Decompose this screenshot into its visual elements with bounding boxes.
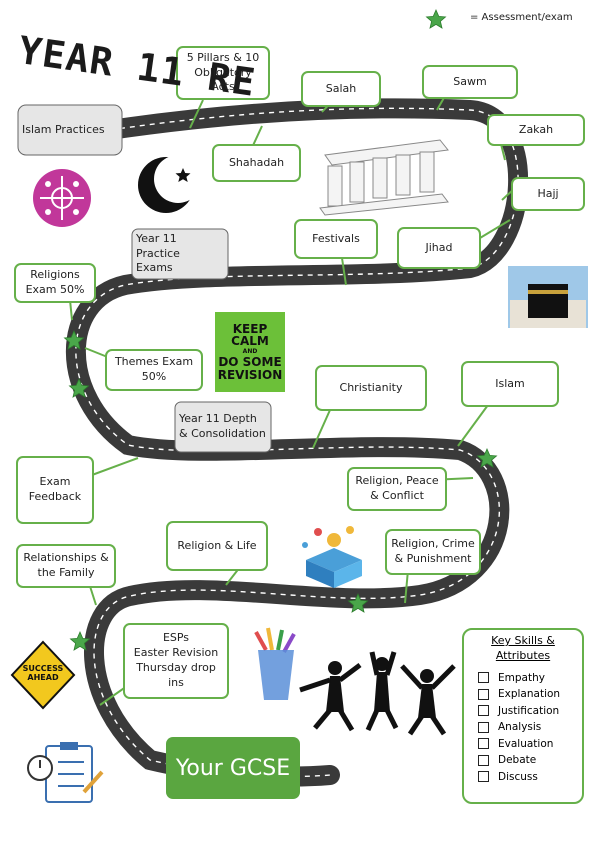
skill-item: Discuss: [478, 769, 582, 786]
label-festivals: Festivals: [312, 231, 360, 245]
skill-label: Analysis: [498, 721, 542, 734]
checkbox-icon: [478, 672, 489, 684]
label-esps: ESPs Easter Revision Thursday drop ins: [133, 631, 219, 689]
label-zakah: Zakah: [518, 122, 554, 136]
legend-text: = Assessment/exam: [470, 12, 573, 23]
checkbox-icon: [478, 721, 489, 733]
label-jihad: Jihad: [425, 240, 453, 254]
idea-box-icon: [302, 526, 362, 588]
keep-calm-line: CALM: [231, 334, 269, 349]
label-hajj: Hajj: [537, 186, 559, 200]
skill-label: Explanation: [498, 688, 561, 701]
skill-item: Empathy: [478, 670, 582, 687]
label-islam-practices: Islam Practices: [22, 122, 105, 136]
pencils-cup-icon: [254, 627, 296, 700]
skill-label: Discuss: [498, 770, 538, 783]
skill-item: Justification: [478, 703, 582, 720]
callout-pointers: [69, 94, 516, 706]
skill-item: Evaluation: [478, 736, 582, 753]
success-ahead-sign-icon: [10, 640, 76, 710]
skill-label: Evaluation: [498, 737, 554, 750]
skill-label: Justification: [498, 704, 560, 717]
label-shahadah: Shahadah: [228, 155, 285, 169]
road-center-line: [75, 107, 519, 778]
star-icon: [68, 378, 90, 398]
kaaba-icon: [508, 266, 588, 328]
crescent-star-icon: [138, 155, 202, 213]
label-five-pillars: 5 Pillars & 10 Obligatory Acts: [186, 50, 260, 94]
keep-calm-line: KEEP: [232, 321, 268, 336]
label-themes-exam: Themes Exam 50%: [114, 355, 194, 383]
religion-symbols-icon: [33, 169, 91, 227]
key-skills-panel: Key Skills & Attributes Empathy Explanat…: [462, 628, 584, 804]
label-islam: Islam: [495, 376, 525, 390]
star-icon: [476, 448, 498, 468]
checkbox-icon: [478, 754, 489, 766]
label-exam-feedback: Exam Feedback: [28, 475, 82, 503]
grey-boxes: [17, 104, 272, 453]
checklist-stopwatch-icon: [27, 742, 104, 803]
label-crime-punishment: Religion, Crime & Punishment: [391, 537, 475, 565]
jumping-people-icon: [299, 651, 456, 736]
label-practice-exams: Year 11 Practice Exams: [136, 231, 180, 275]
skill-item: Debate: [478, 752, 582, 769]
legend-star-icon: [425, 9, 447, 29]
star-icon: [347, 593, 369, 613]
star-icon: [69, 631, 91, 651]
success-ahead-text: SUCCESS AHEAD: [22, 664, 64, 682]
label-christianity: Christianity: [339, 380, 403, 394]
label-peace-conflict: Religion, Peace & Conflict: [355, 474, 439, 502]
checkbox-icon: [478, 705, 489, 717]
label-religions-exam: Religions Exam 50%: [25, 268, 85, 296]
label-relationships-family: Relationships & the Family: [23, 551, 109, 579]
callout-boxes: [14, 46, 585, 699]
keep-calm-line: REVISION: [217, 367, 283, 382]
label-depth-consolidation: Year 11 Depth & Consolidation: [179, 412, 266, 440]
skill-label: Debate: [498, 754, 537, 767]
keep-calm-poster: KEEP CALM AND DO SOME REVISION: [215, 312, 285, 392]
checkbox-icon: [478, 688, 489, 700]
checkbox-icon: [478, 771, 489, 783]
key-skills-title: Key Skills & Attributes: [491, 634, 555, 662]
skill-label: Empathy: [498, 671, 545, 684]
five-pillars-icon: [319, 139, 449, 216]
skill-item: Explanation: [478, 686, 582, 703]
your-gcse-goal: Your GCSE: [166, 737, 300, 799]
key-skills-list: Empathy Explanation Justification Analys…: [478, 670, 582, 786]
skill-item: Analysis: [478, 719, 582, 736]
keep-calm-line: DO SOME: [218, 355, 282, 370]
label-salah: Salah: [325, 81, 357, 95]
assessment-stars: [63, 9, 498, 651]
keep-calm-line: AND: [242, 347, 258, 355]
label-religion-life: Religion & Life: [177, 538, 257, 552]
star-icon: [63, 330, 85, 350]
checkbox-icon: [478, 738, 489, 750]
label-sawm: Sawm: [453, 74, 487, 88]
